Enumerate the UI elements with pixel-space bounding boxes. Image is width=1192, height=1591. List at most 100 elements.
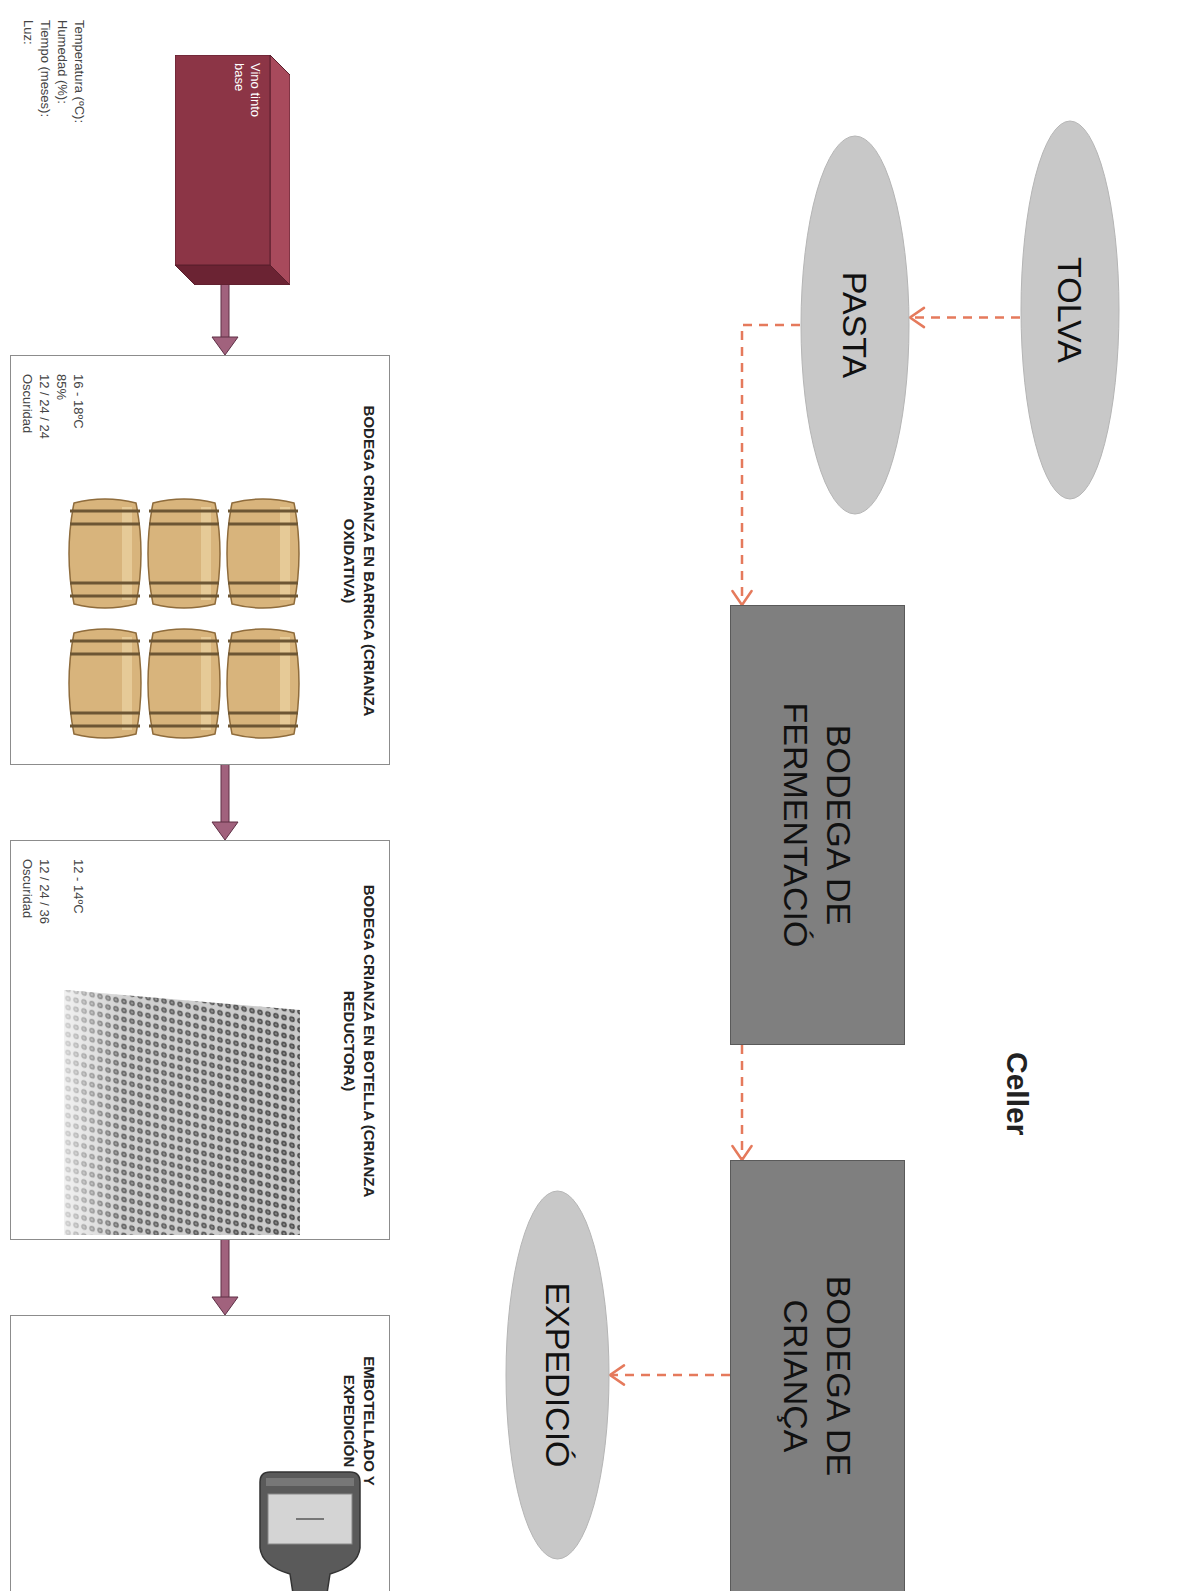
- dashed-arrow: [732, 325, 800, 605]
- stage-heading: EMBOTELLADO Y EXPEDICIÓN: [340, 1326, 379, 1516]
- bottle-illustration-part: [260, 1472, 360, 1591]
- connector-line: [610, 1374, 730, 1377]
- barrel-hoop: [70, 640, 140, 643]
- stage-heading: BODEGA CRIANZA EN BARRICA (CRIANZA OXIDA…: [340, 391, 379, 731]
- flow-arrow: [212, 285, 238, 355]
- row-label-wrap: Humedad (%):: [54, 20, 70, 104]
- value-wrap: 85%: [53, 374, 69, 400]
- node-text: TOLVA: [1049, 257, 1092, 363]
- node-text: PASTA: [834, 272, 877, 378]
- barrel-hoop: [149, 653, 219, 656]
- barrel: [227, 629, 299, 738]
- bottle-rack-illustration-part: [64, 990, 300, 1235]
- bottle-illustration-part: [266, 1478, 354, 1486]
- cube-label: Vino tinto base: [231, 63, 264, 141]
- barrel-hoop: [70, 725, 140, 728]
- value-wrap: 12 / 24 / 24: [36, 374, 52, 439]
- node-text: BODEGA DE FERMENTACIÓ: [775, 670, 860, 980]
- barrel-hoop: [228, 640, 298, 643]
- barrel-hoop: [70, 582, 140, 585]
- cube-node: Vino tinto base: [175, 55, 290, 285]
- connector-line: [222, 765, 229, 824]
- value-wrap: 12 - 14ºC: [70, 859, 86, 914]
- barrel-highlight: [280, 507, 290, 600]
- barrel-body: [148, 629, 220, 738]
- bottle-illustration: [260, 1472, 360, 1591]
- value-wrap: Oscuridad: [19, 859, 35, 918]
- barrel-highlight: [280, 637, 290, 730]
- flow-arrow: [212, 765, 238, 840]
- barrel: [69, 499, 141, 608]
- node-text: BODEGA DE CRIANÇA: [775, 1221, 860, 1531]
- row-label-wrap: Temperatura (ºC):: [71, 20, 87, 123]
- barrel-hoop: [228, 725, 298, 728]
- barrel-highlight: [122, 507, 132, 600]
- stage-heading: BODEGA CRIANZA EN BOTELLA (CRIANZA REDUC…: [340, 871, 379, 1211]
- stage-box: BODEGA CRIANZA EN BARRICA (CRIANZA OXIDA…: [10, 355, 390, 765]
- connector-outline: [221, 1240, 230, 1299]
- title-wrap: Celler: [1000, 1052, 1034, 1135]
- barrel-hoop: [149, 582, 219, 585]
- barrel-body: [148, 499, 220, 608]
- bottle-rack-illustration: [64, 990, 300, 1235]
- barrel-hoop: [70, 653, 140, 656]
- arrow-head: [610, 1365, 624, 1384]
- connector-line: [910, 316, 1020, 319]
- barrel-body: [69, 629, 141, 738]
- process-box: BODEGA DE FERMENTACIÓ: [730, 605, 905, 1045]
- row-label: Humedad (%):: [54, 20, 70, 104]
- barrel-hoop: [149, 640, 219, 643]
- row-label: Luz:: [20, 20, 36, 45]
- barrel: [69, 629, 141, 738]
- connector-line: [222, 1240, 229, 1299]
- barrel-hoop: [70, 595, 140, 598]
- arrow-head: [732, 1146, 751, 1160]
- barrel-highlight: [201, 637, 211, 730]
- diagram-title: Celler: [1000, 1052, 1034, 1135]
- arrow-head: [732, 591, 751, 605]
- ellipse-shape: [1021, 121, 1119, 499]
- barrel-highlight: [201, 507, 211, 600]
- connector-line: [222, 285, 229, 339]
- barrel: [148, 499, 220, 608]
- table-value: 85%: [53, 374, 69, 400]
- connector-outline: [221, 765, 230, 824]
- row-label-wrap: Luz:: [20, 20, 36, 45]
- barrel-hoop: [70, 712, 140, 715]
- bottle-rack-illustration-part: [64, 990, 300, 1235]
- cube-text-area: Vino tinto base: [231, 55, 291, 285]
- barrel-hoop: [149, 523, 219, 526]
- barrel: [148, 629, 220, 738]
- barrel-hoop: [70, 523, 140, 526]
- arrow-head: [212, 1297, 238, 1315]
- value-wrap: 16 - 18ºC: [70, 374, 86, 429]
- barrel-body: [69, 499, 141, 608]
- table-value: 12 / 24 / 24: [36, 374, 52, 439]
- dashed-arrow: [732, 1045, 751, 1160]
- cube-top: [270, 55, 290, 285]
- barrel-hoop: [149, 725, 219, 728]
- value-wrap: Oscuridad: [19, 374, 35, 433]
- value-wrap: 12 / 24 / 36: [36, 859, 52, 924]
- ellipse-node: TOLVA: [1020, 120, 1120, 500]
- barrel-highlight: [122, 637, 132, 730]
- connector-line: [741, 1045, 744, 1160]
- process-box: BODEGA DE CRIANÇA: [730, 1160, 905, 1591]
- barrels-illustration: [69, 499, 299, 738]
- flow-arrow: [212, 1240, 238, 1315]
- barrel-hoop: [149, 712, 219, 715]
- ellipse-node: EXPEDICIÓ: [505, 1190, 610, 1560]
- row-label: Tiempo (meses):: [37, 20, 53, 117]
- barrel-hoop: [70, 510, 140, 513]
- barrel-hoop: [228, 523, 298, 526]
- barrel-body: [227, 629, 299, 738]
- table-value: Oscuridad: [19, 374, 35, 433]
- arrow-head: [910, 308, 924, 327]
- connector-outline: [221, 285, 230, 339]
- barrel-hoop: [149, 595, 219, 598]
- table-value: 16 - 18ºC: [70, 374, 86, 429]
- node-text: EXPEDICIÓ: [536, 1282, 579, 1467]
